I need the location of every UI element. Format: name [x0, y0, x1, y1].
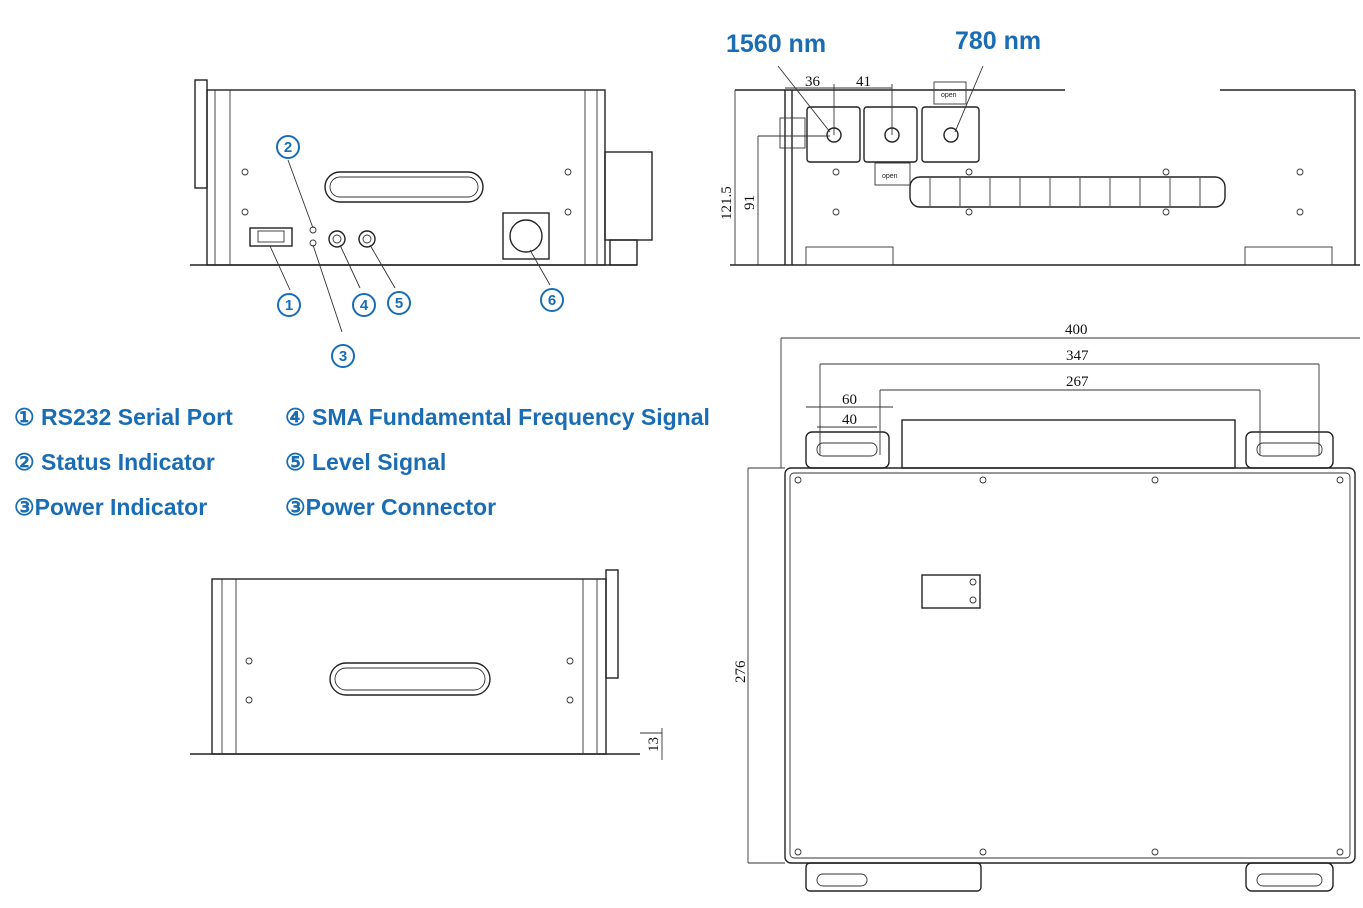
legend-item-rs232: ① RS232 Serial Port [14, 404, 233, 430]
legend-item-power-connector: ③Power Connector [285, 494, 497, 520]
svg-text:36: 36 [805, 74, 821, 90]
svg-text:open: open [941, 92, 957, 99]
svg-text:13: 13 [646, 737, 662, 752]
wavelength-1560: 1560 nm [726, 30, 826, 58]
svg-text:40: 40 [842, 412, 857, 428]
front-view: 1 2 3 4 5 6 [190, 79, 653, 368]
callout-4: 4 [352, 293, 376, 317]
legend-item-level-signal: ⑤ Level Signal [285, 449, 447, 475]
svg-text:276: 276 [733, 660, 749, 683]
svg-text:3: 3 [339, 348, 347, 365]
svg-text:open: open [882, 173, 898, 180]
rear-view: 13 [190, 569, 663, 760]
svg-text:121.5: 121.5 [719, 186, 735, 220]
side-view: open open 36 41 121.5 91 1560 nm 780 nm [719, 27, 1360, 266]
callout-5: 5 [387, 291, 411, 315]
svg-text:60: 60 [842, 392, 857, 408]
legend-item-status-indicator: ② Status Indicator [14, 449, 215, 475]
callout-2: 2 [276, 135, 300, 159]
wavelength-780: 780 nm [955, 27, 1041, 55]
svg-text:5: 5 [395, 295, 403, 312]
legend-item-power-indicator: ③Power Indicator [14, 494, 208, 520]
top-view: 400 347 267 60 40 276 [733, 322, 1360, 892]
svg-text:400: 400 [1065, 322, 1088, 338]
svg-text:347: 347 [1066, 348, 1089, 364]
callout-3: 3 [331, 344, 355, 368]
svg-text:2: 2 [284, 139, 292, 156]
callout-1: 1 [277, 293, 301, 317]
svg-text:6: 6 [548, 292, 556, 309]
svg-text:41: 41 [856, 74, 871, 90]
svg-text:91: 91 [742, 195, 758, 210]
svg-text:267: 267 [1066, 374, 1089, 390]
callout-6: 6 [540, 288, 564, 312]
svg-text:4: 4 [360, 297, 369, 314]
legend-item-sma-signal: ④ SMA Fundamental Frequency Signal [285, 404, 710, 430]
svg-text:1: 1 [285, 297, 293, 314]
